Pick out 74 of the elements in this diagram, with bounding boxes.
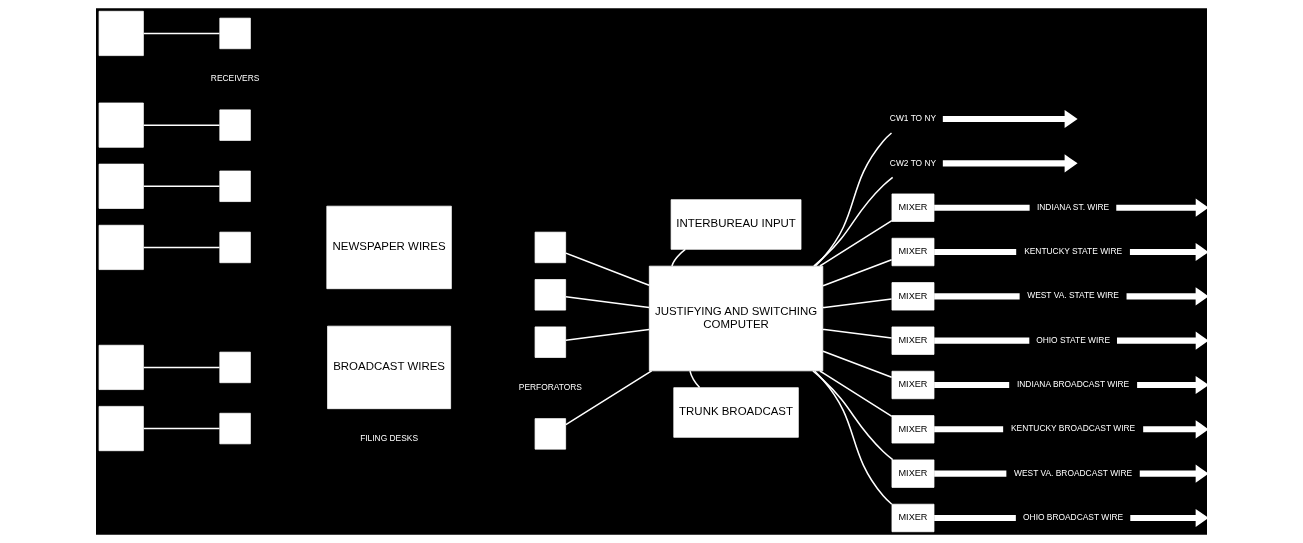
node-box: MIXER [891,370,935,400]
node-box [534,279,566,311]
connector [565,252,650,287]
connector [819,219,893,267]
node-box [98,10,144,56]
connector [934,293,1020,300]
connector [671,248,687,267]
node-text: KENTUCKY STATE WIRE [1024,246,1123,257]
connector [934,470,1007,477]
node-box: NEWSPAPER WIRES [326,205,452,290]
connector [813,176,894,267]
node-box [219,231,251,264]
node-text: WEST VA. STATE WIRE [1027,290,1119,301]
label: PERFORATORS [518,382,582,393]
connector [822,259,893,287]
node-box [219,170,251,202]
arrow [942,109,1078,129]
connector [934,426,1004,433]
connector [142,366,221,369]
connector [142,185,221,188]
node-text: CW1 TO NY [889,113,937,124]
connector [934,204,1030,211]
connector [934,248,1017,256]
node-text: INDIANA BROADCAST WIRE [1016,379,1130,390]
connector [565,328,650,342]
connector [689,370,701,389]
connector [565,370,653,426]
connector [813,370,893,506]
node-box: JUSTIFYING AND SWITCHING COMPUTER [648,265,824,372]
node-box [98,224,144,270]
connector [142,124,221,126]
node-text: CW2 TO NY [889,157,937,168]
connector [142,427,221,430]
node-text: OHIO BROADCAST WIRE [1023,512,1124,523]
node-box: INTERBUREAU INPUT [670,199,802,250]
connector [142,246,221,249]
node-box [219,109,251,141]
node-box [98,163,144,209]
connector [819,370,893,418]
node-box: MIXER [891,237,935,267]
node-text: KENTUCKY BROADCAST WIRE [1011,423,1136,434]
connector [812,370,894,461]
connector [934,514,1016,522]
node-box: MIXER [891,193,935,222]
node-box: MIXER [891,415,935,444]
node-text: OHIO STATE WIRE [1036,334,1110,345]
node-box [219,412,251,445]
node-box [534,231,566,264]
node-text: WEST VA. BROADCAST WIRE [1014,467,1133,478]
node-box [534,418,566,450]
node-text: INDIANA ST. WIRE [1036,201,1110,212]
connector [814,132,893,267]
node-box [219,351,251,384]
label: RECEIVERS [210,73,260,84]
node-box [98,344,144,390]
connector [822,298,893,309]
connector [934,381,1010,389]
node-box: MIXER [891,326,935,355]
node-box [98,406,144,452]
connector [822,350,893,378]
node-box [219,17,251,50]
node-box: MIXER [891,503,935,533]
connector [934,337,1030,344]
connector [565,295,650,309]
label: FILING DESKS [360,433,418,444]
node-box: MIXER [891,282,935,311]
arrow [942,154,1078,173]
node-box: TRUNK BROADCAST [673,387,799,438]
connector [822,328,893,339]
node-box: BROADCAST WIRES [327,325,451,410]
node-box [98,102,144,148]
connector [142,32,221,35]
node-box [534,326,566,358]
node-box: MIXER [891,459,935,488]
